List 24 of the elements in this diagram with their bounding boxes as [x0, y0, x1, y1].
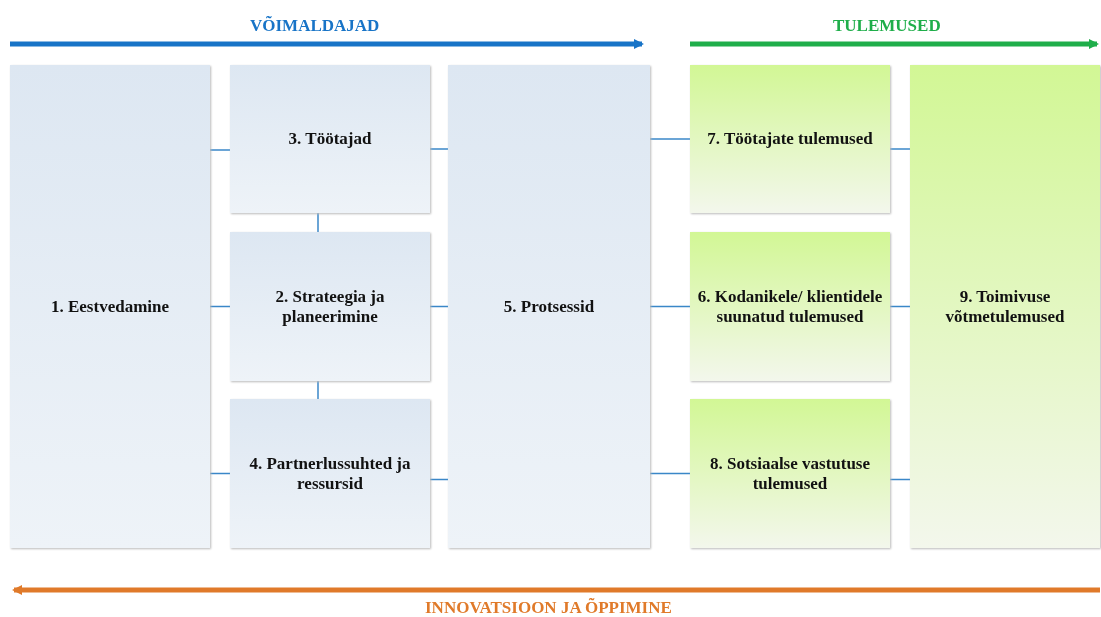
connector-line	[889, 305, 911, 308]
process-box: 9. Toimivuse võtmetulemused	[910, 65, 1100, 548]
process-box: 4. Partnerlussuhted ja ressursid	[230, 399, 430, 548]
section-heading: INNOVATSIOON JA ÕPPIMINE	[425, 598, 672, 617]
connector-line	[317, 212, 319, 233]
connector-line	[317, 380, 319, 400]
process-box: 3. Töötajad	[230, 65, 430, 213]
process-box: 5. Protsessid	[448, 65, 650, 548]
connector-line	[209, 149, 231, 151]
connector-line	[209, 472, 231, 475]
connector-line	[649, 305, 691, 308]
connector-line	[649, 138, 691, 140]
process-box: 7. Töötajate tulemused	[690, 65, 890, 213]
connector-line	[889, 148, 911, 150]
connector-line	[889, 478, 911, 481]
process-box: 1. Eestvedamine	[10, 65, 210, 548]
connector-line	[649, 472, 691, 475]
process-box: 2. Strateegia ja planeerimine	[230, 232, 430, 381]
section-heading: TULEMUSED	[833, 16, 941, 36]
process-box: 6. Kodanikele/ klientidele suunatud tulemused	[690, 232, 890, 381]
process-box: 8. Sotsiaalse vastutuse tulemused	[690, 399, 890, 548]
connector-line	[429, 148, 449, 150]
connector-line	[209, 305, 231, 308]
section-heading: VÕIMALDAJAD	[250, 16, 380, 36]
